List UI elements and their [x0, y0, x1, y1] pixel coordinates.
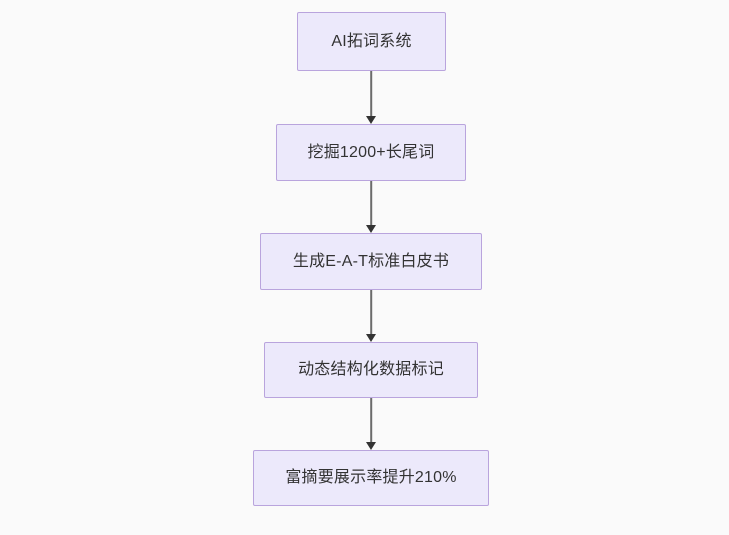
arrowhead-icon [366, 442, 376, 450]
flowchart-node-n1[interactable]: AI拓词系统 [297, 12, 446, 71]
arrowhead-icon [366, 116, 376, 124]
flowchart-node-label: 生成E-A-T标准白皮书 [292, 252, 450, 270]
edge-line [370, 71, 372, 116]
flowchart-node-label: 挖掘1200+长尾词 [307, 143, 435, 161]
arrowhead-icon [366, 334, 376, 342]
arrowhead-icon [366, 225, 376, 233]
flowchart-node-label: 富摘要展示率提升210% [285, 469, 457, 487]
edge-line [370, 290, 372, 334]
flowchart-node-n5[interactable]: 富摘要展示率提升210% [253, 450, 489, 506]
flowchart-node-n2[interactable]: 挖掘1200+长尾词 [276, 124, 466, 181]
edge-line [370, 398, 372, 442]
flowchart-node-label: 动态结构化数据标记 [298, 361, 444, 379]
flowchart-node-n3[interactable]: 生成E-A-T标准白皮书 [260, 233, 482, 290]
flowchart-node-n4[interactable]: 动态结构化数据标记 [264, 342, 478, 398]
flowchart-node-label: AI拓词系统 [331, 32, 412, 50]
edge-line [370, 181, 372, 225]
